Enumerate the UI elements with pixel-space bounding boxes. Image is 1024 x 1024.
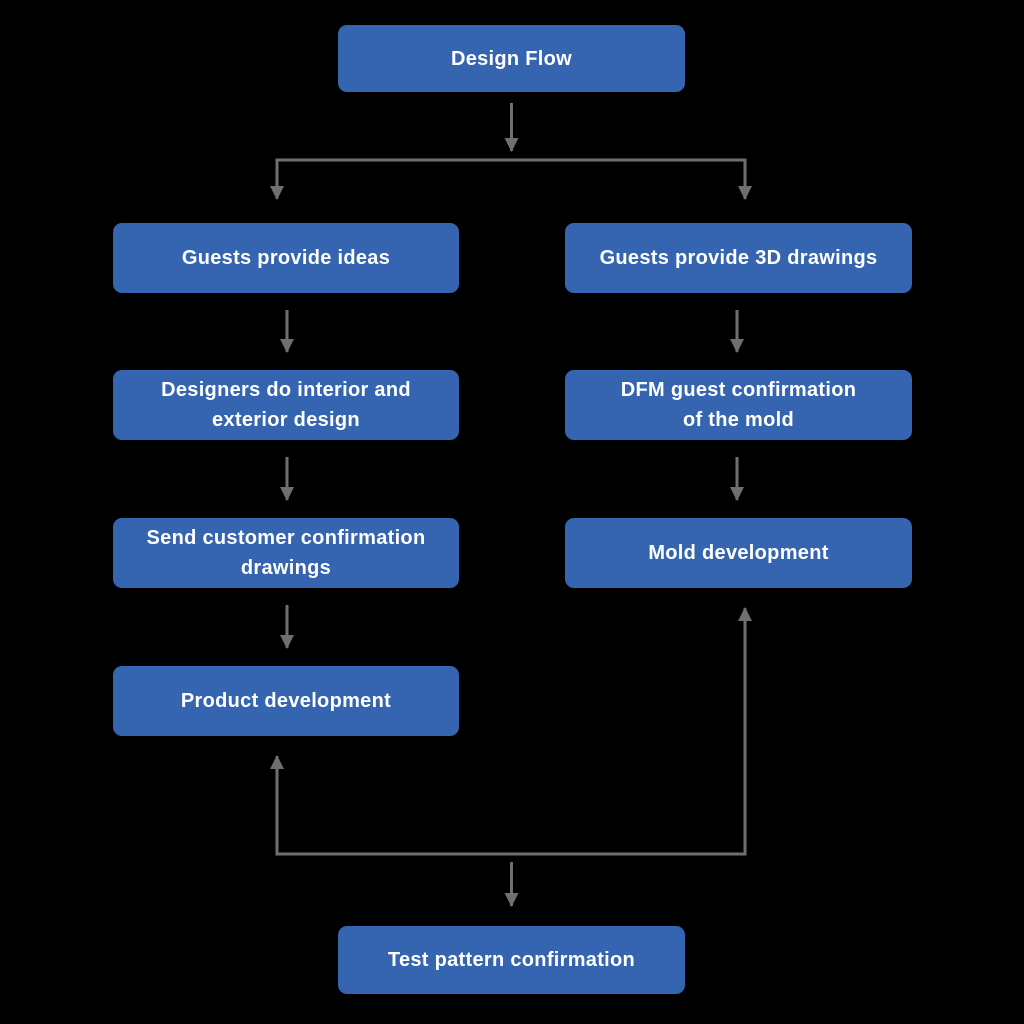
node-label: Designers do interior and	[161, 379, 411, 401]
node-label: of the mold	[682, 409, 795, 431]
node-label: Mold development	[648, 542, 829, 564]
node-label: Guests provide ideas	[181, 247, 391, 269]
node-product-development: Product development	[113, 666, 459, 736]
node-label: DFM guest confirmation	[620, 379, 857, 401]
node-mold-development: Mold development	[565, 518, 912, 588]
node-guests-provide-ideas: Guests provide ideas	[113, 223, 459, 293]
node-design-flow: Design Flow	[338, 25, 685, 92]
node-dfm-guest-confirmation: DFM guest confirmation of the mold	[565, 370, 912, 440]
node-send-customer-confirmation: Send customer confirmation drawings	[113, 518, 459, 588]
node-label: Design Flow	[450, 47, 573, 70]
node-label: Test pattern confirmation	[387, 949, 636, 971]
node-label: exterior design	[212, 409, 360, 431]
node-label: Product development	[180, 690, 392, 712]
node-guests-provide-3d-drawings: Guests provide 3D drawings	[565, 223, 912, 293]
node-label: Guests provide 3D drawings	[599, 247, 878, 269]
node-designers-interior-exterior: Designers do interior and exterior desig…	[113, 370, 459, 440]
node-label: drawings	[240, 557, 332, 579]
node-test-pattern-confirmation: Test pattern confirmation	[338, 926, 685, 994]
node-label: Send customer confirmation	[146, 527, 426, 549]
